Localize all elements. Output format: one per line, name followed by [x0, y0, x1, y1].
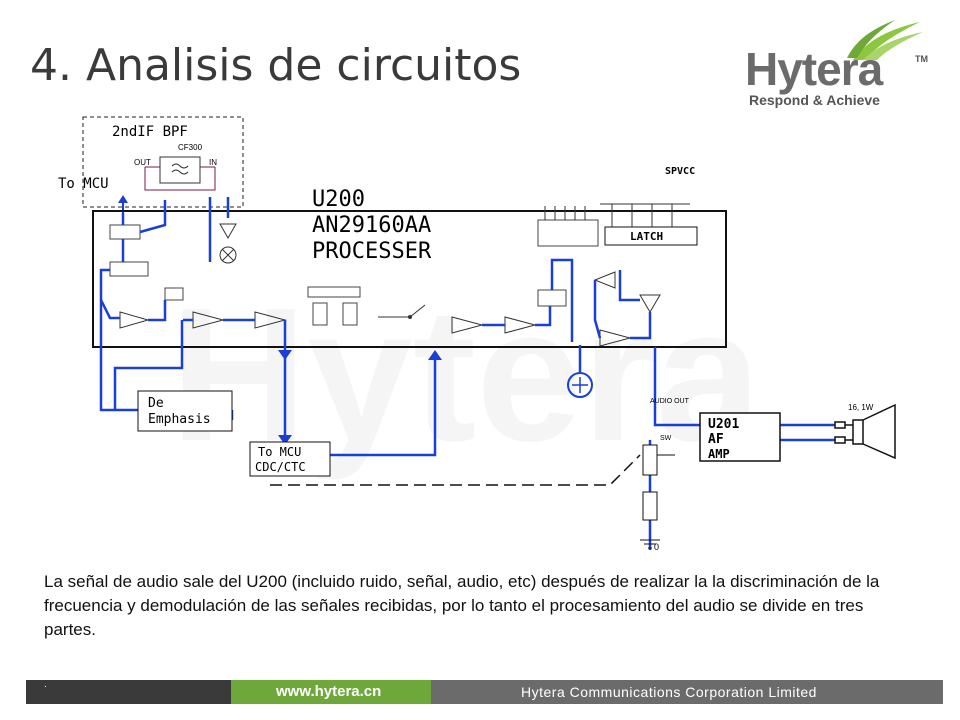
mixer-icon [219, 246, 237, 264]
hytera-logo: Hytera TM Respond & Achieve [745, 18, 945, 118]
resistor [642, 491, 658, 521]
af-label: AF [708, 432, 724, 447]
sw-label: SW [660, 435, 672, 442]
spvcc-label: SPVCC [665, 166, 695, 177]
to-mcu-2-label: To MCU [258, 445, 301, 459]
arrow-up-icon [118, 195, 128, 203]
circuit-diagram: Hytera 2ndIF BPF CF300 OUT IN To MCU U20… [58, 116, 896, 552]
filter-icon [171, 163, 189, 175]
audio-out-label: AUDIO OUT [650, 398, 690, 405]
wing-icon [847, 20, 923, 60]
u200-box [92, 210, 727, 348]
block-vref [307, 286, 361, 298]
footer-bar: . www.hytera.cn Hytera Communications Co… [26, 680, 943, 704]
block-sw [164, 287, 184, 301]
u201-label: U201 [708, 417, 739, 432]
footer-url-link[interactable]: www.hytera.cn [276, 683, 382, 700]
processer-label: PROCESSER [312, 239, 432, 264]
block-disc [109, 224, 141, 240]
slide-title: 4. Analisis de circuitos [30, 40, 522, 91]
cf-label: CF300 [178, 143, 203, 152]
emphasis-label: Emphasis [148, 412, 211, 427]
ground-icon [640, 539, 660, 549]
latch-label: LATCH [630, 230, 663, 243]
u200-label: U200 [312, 187, 365, 212]
to-mcu-cdc-box [249, 441, 331, 477]
logo-tagline: Respond & Achieve [749, 92, 880, 108]
de-label: De [148, 396, 164, 411]
speaker-icon [834, 403, 896, 460]
to-mcu-label: To MCU [58, 176, 109, 192]
logo-tm: TM [915, 54, 928, 64]
footer-dot: . [44, 679, 47, 690]
arrow-down-icon-2 [278, 435, 292, 445]
bpf-label: 2ndIF BPF [112, 124, 188, 140]
cdc-label: CDC/CTC [255, 460, 306, 474]
block-r2 [342, 302, 358, 326]
block-r1 [312, 302, 328, 326]
in-label: IN [209, 158, 217, 167]
block-det [109, 261, 149, 277]
chip-label: AN29160AA [312, 213, 431, 238]
footer-company-name: Hytera Communications Corporation Limite… [521, 684, 817, 700]
description-text: La señal de audio sale del U200 (incluid… [44, 572, 880, 639]
footer-left-segment: . [26, 680, 231, 704]
latch-box [604, 226, 698, 246]
out-label: OUT [134, 158, 151, 167]
volume-pot [642, 444, 658, 476]
footer-url-segment: www.hytera.cn [231, 680, 431, 704]
footer-company-segment: Hytera Communications Corporation Limite… [431, 680, 943, 704]
de-emphasis-box [137, 390, 233, 432]
arrow-down-icon [278, 350, 292, 360]
logo-wordmark: Hytera [745, 43, 883, 95]
zero-label: 0 [654, 542, 659, 552]
bpf-box [82, 116, 244, 208]
speaker-label: 16, 1W [848, 403, 874, 412]
dashed-line [270, 454, 641, 486]
filter-block [159, 156, 201, 184]
block-reg [537, 219, 599, 247]
summing-node-icon [567, 372, 593, 398]
arrow-up-icon-2 [428, 350, 442, 360]
amp-label: AMP [708, 447, 730, 461]
u201-box [699, 412, 781, 462]
